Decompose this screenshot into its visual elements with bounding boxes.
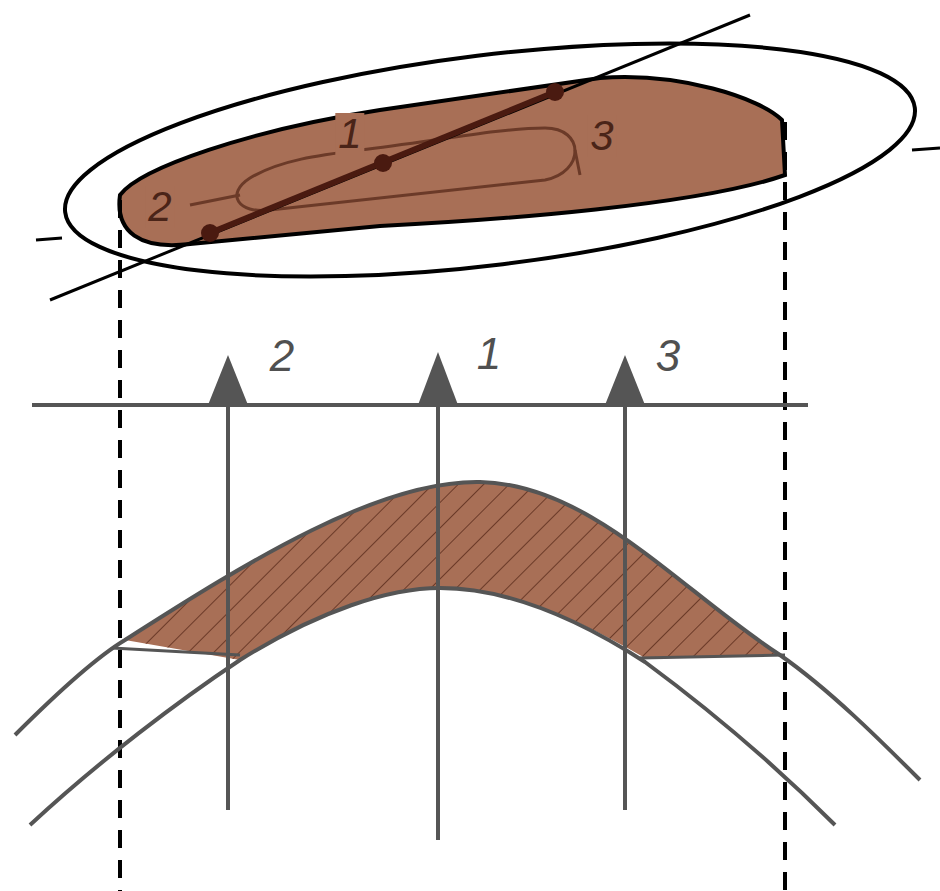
callout-number: 3 bbox=[587, 115, 616, 157]
well-symbol bbox=[418, 352, 458, 405]
well-dot bbox=[374, 154, 392, 172]
well-symbol bbox=[605, 355, 645, 405]
contour-tick bbox=[36, 238, 62, 240]
profile-segment bbox=[210, 92, 555, 233]
contour-tick bbox=[575, 150, 580, 175]
oil-layer bbox=[125, 482, 780, 660]
callout-number: 1 bbox=[475, 332, 503, 376]
well-bore bbox=[436, 405, 440, 840]
callout-number: 1 bbox=[335, 113, 364, 155]
contour-tick bbox=[190, 195, 240, 205]
layer-bottom bbox=[30, 588, 835, 825]
well-symbol bbox=[208, 355, 248, 405]
oil-water-contact bbox=[112, 648, 240, 655]
well-bore bbox=[226, 405, 230, 810]
deposit-outline bbox=[119, 77, 785, 245]
profile-line bbox=[50, 15, 750, 300]
projection-line bbox=[118, 200, 122, 891]
callout-number: 2 bbox=[145, 186, 174, 228]
outer-contour bbox=[52, 4, 927, 317]
callout-number: 3 bbox=[654, 334, 682, 378]
well-bore bbox=[623, 405, 627, 810]
contour-tick bbox=[912, 148, 940, 150]
oil-water-contact bbox=[640, 655, 785, 658]
oil-layer-hatch bbox=[125, 482, 780, 660]
well-dot bbox=[201, 224, 219, 242]
well-dot bbox=[546, 83, 564, 101]
layer-top bbox=[15, 482, 920, 780]
callout-number: 2 bbox=[268, 334, 296, 378]
